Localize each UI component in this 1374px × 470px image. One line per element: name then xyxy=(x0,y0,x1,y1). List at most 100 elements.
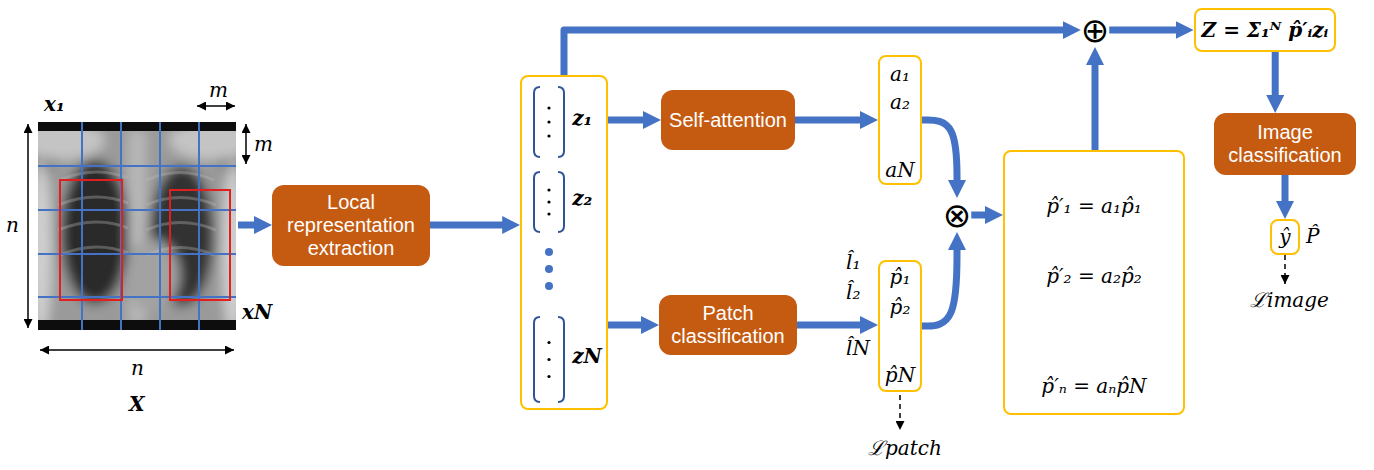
logit-label: l̂N xyxy=(846,336,870,360)
flow-arrow xyxy=(564,30,1071,75)
label-slot: n xyxy=(6,213,19,237)
text-slot: z₂ xyxy=(572,186,606,212)
vector-dot xyxy=(548,212,551,215)
node-text: ⊕ xyxy=(1081,13,1110,47)
label-slot: l̂₁ xyxy=(846,250,860,274)
loss-label: ℒimage xyxy=(1250,288,1329,312)
output-box: ŷ xyxy=(1270,219,1300,255)
input-arrow xyxy=(238,222,262,229)
ellipsis-dot xyxy=(545,265,553,273)
flow-arrow xyxy=(1109,27,1183,34)
label-slot: l̂N xyxy=(846,336,870,360)
process-box: Local representation extraction xyxy=(272,185,430,266)
image-name: X xyxy=(129,392,145,416)
node-text: p̂N xyxy=(885,363,915,387)
label-slot: xN xyxy=(242,300,272,324)
vector-dot xyxy=(548,200,551,203)
process-box: Self-attention xyxy=(661,90,795,150)
flow-arrow xyxy=(795,117,868,124)
label-slot: m xyxy=(209,78,228,102)
node-text: Local representation extraction xyxy=(280,191,422,260)
flow-arrow xyxy=(1092,57,1099,150)
text-slot: p̂′₁ = a₁p̂₁ xyxy=(1005,194,1183,220)
label-slot: m xyxy=(254,132,273,156)
text-slot: p̂₂ xyxy=(880,295,920,321)
node-text: a₁ xyxy=(890,62,910,86)
vector-dot xyxy=(548,134,551,137)
label-slot: n xyxy=(131,356,144,380)
text-slot: a₁ xyxy=(880,62,920,88)
flow-arrow xyxy=(608,322,649,329)
flow-arrow xyxy=(797,322,868,329)
flow-arrow xyxy=(608,117,651,124)
dimension-arrow xyxy=(28,106,246,350)
text-slot: zN xyxy=(572,344,606,370)
bracket xyxy=(534,87,540,157)
vector-dot xyxy=(548,375,551,378)
region-box xyxy=(60,180,230,300)
node-text: p̂′₁ = a₁p̂₁ xyxy=(1046,194,1142,218)
label-slot: X xyxy=(129,392,145,416)
bracket xyxy=(558,317,564,402)
loss-label: ℒpatch xyxy=(868,436,942,460)
node-text: ⊗ xyxy=(943,198,972,232)
vector-dot xyxy=(548,120,551,123)
vector-dot xyxy=(548,106,551,109)
flow-arrow xyxy=(971,212,993,219)
flow-arrow xyxy=(922,120,957,188)
ellipsis-dot xyxy=(545,248,553,256)
flow-arrow xyxy=(1272,52,1279,103)
label-slot: P̂ xyxy=(1306,224,1319,248)
score-column: p̂₁ p̂₂ p̂N xyxy=(878,260,922,392)
node-text: p̂′₂ = a₂p̂₂ xyxy=(1046,264,1142,288)
score-column: a₁ a₂ aN xyxy=(878,55,922,185)
label-slot: l̂₂ xyxy=(846,280,860,304)
probability-label: P̂ xyxy=(1306,224,1319,248)
bracket xyxy=(534,317,540,402)
text-slot: a₂ xyxy=(880,90,920,116)
node-text: aN xyxy=(885,158,914,182)
label-slot: ℒimage xyxy=(1250,288,1329,312)
weighted-score-box: p̂′₁ = a₁p̂₁ p̂′₂ = a₂p̂₂ p̂′ₙ = aₙp̂N xyxy=(1003,150,1185,415)
vector-dot xyxy=(548,358,551,361)
node-text: ŷ xyxy=(1279,225,1290,249)
node-text: Patch classification xyxy=(667,302,789,348)
node-text: zN xyxy=(572,344,602,368)
text-slot: p̂N xyxy=(880,363,920,389)
text-slot: p̂₁ xyxy=(880,265,920,291)
node-text: z₂ xyxy=(572,186,592,210)
vector-dot xyxy=(548,341,551,344)
process-box: Patch classification xyxy=(659,295,797,355)
flow-arrow xyxy=(922,242,957,326)
node-text: Z = Σ₁ᴺ p̂′ᵢzᵢ xyxy=(1202,18,1329,42)
node-text: Self-attention xyxy=(669,109,787,132)
node-text: Image classification xyxy=(1222,121,1348,167)
text-slot: z₁ xyxy=(572,106,606,132)
flow-arrow xyxy=(430,222,510,229)
dimension-label: n xyxy=(6,213,19,237)
bracket xyxy=(534,172,540,232)
process-box: Image classification xyxy=(1214,113,1356,175)
xray-image xyxy=(38,122,236,330)
label-slot: ℒpatch xyxy=(868,436,942,460)
ellipsis-dot xyxy=(545,282,553,290)
patch-name: xN xyxy=(242,300,272,324)
bracket xyxy=(558,172,564,232)
text-slot: p̂′₂ = a₂p̂₂ xyxy=(1005,264,1183,290)
vector-column: z₁ z₂ zN xyxy=(520,75,608,410)
flow-arrow xyxy=(1282,175,1289,209)
node-text: p̂′ₙ = aₙp̂N xyxy=(1041,374,1146,398)
node-text: p̂₂ xyxy=(890,295,911,319)
operator-symbol: ⊗ xyxy=(943,198,972,232)
text-slot: aN xyxy=(880,158,920,184)
vector-dot xyxy=(548,188,551,191)
bracket xyxy=(558,87,564,157)
node-text: a₂ xyxy=(890,90,910,114)
dimension-label: n xyxy=(131,356,144,380)
dimension-label: m xyxy=(254,132,273,156)
node-text: z₁ xyxy=(572,106,592,130)
label-slot: x₁ xyxy=(44,92,65,116)
dimension-label: m xyxy=(209,78,228,102)
node-text: p̂₁ xyxy=(890,265,911,289)
